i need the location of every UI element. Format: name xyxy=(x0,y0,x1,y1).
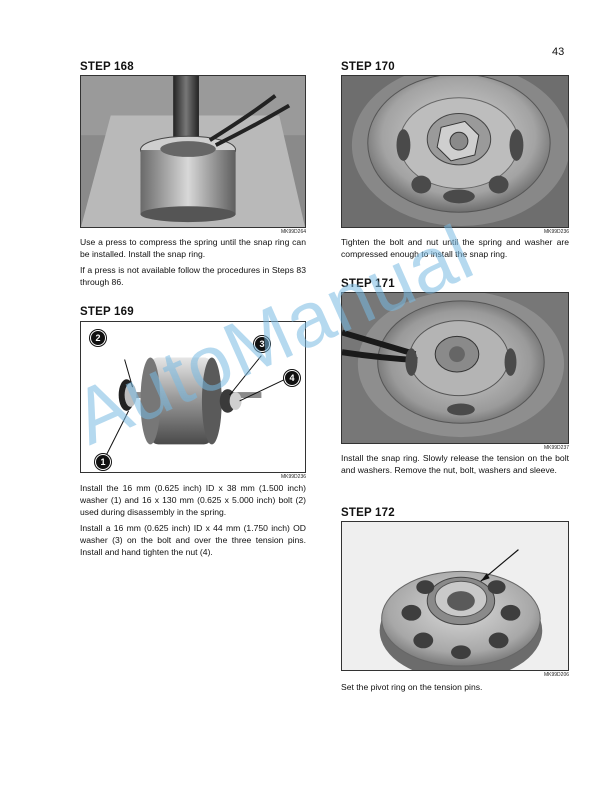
step-171-image-code: MK99D237 xyxy=(543,445,569,451)
step-172-photo xyxy=(341,521,569,671)
step-170-title: STEP 170 xyxy=(341,61,395,73)
callout-1: 1 xyxy=(95,454,111,470)
step-169-text-1: Install the 16 mm (0.625 inch) ID x 38 m… xyxy=(80,483,306,518)
step-172-image-code: MK99D206 xyxy=(543,672,569,678)
step-171-title: STEP 171 xyxy=(341,278,395,290)
step-172-title: STEP 172 xyxy=(341,507,395,519)
step-169-text-2: Install a 16 mm (0.625 inch) ID x 44 mm … xyxy=(80,523,306,558)
step-169-photo: 2 3 4 1 xyxy=(80,321,306,473)
step-169-title: STEP 169 xyxy=(80,306,134,318)
step-172-text-1: Set the pivot ring on the tension pins. xyxy=(341,682,483,692)
step-168-text-2: If a press is not available follow the p… xyxy=(80,265,306,288)
callout-3: 3 xyxy=(254,336,270,352)
step-168-photo xyxy=(80,75,306,228)
callout-4: 4 xyxy=(284,370,300,386)
step-168-title: STEP 168 xyxy=(80,61,134,73)
callout-2: 2 xyxy=(90,330,106,346)
step-171-text-1: Install the snap ring. Slowly release th… xyxy=(341,453,569,476)
step-168-text-1: Use a press to compress the spring until… xyxy=(80,237,306,260)
step-170-photo xyxy=(341,75,569,228)
step-170-text-1: Tighten the bolt and nut until the sprin… xyxy=(341,237,569,260)
step-170-image-code: MK99D236 xyxy=(543,229,569,235)
step-168-image-code: MK99D264 xyxy=(280,229,306,235)
step-171-photo xyxy=(341,292,569,444)
page-number: 43 xyxy=(552,46,565,58)
step-169-image-code: MK99D236 xyxy=(280,474,306,480)
